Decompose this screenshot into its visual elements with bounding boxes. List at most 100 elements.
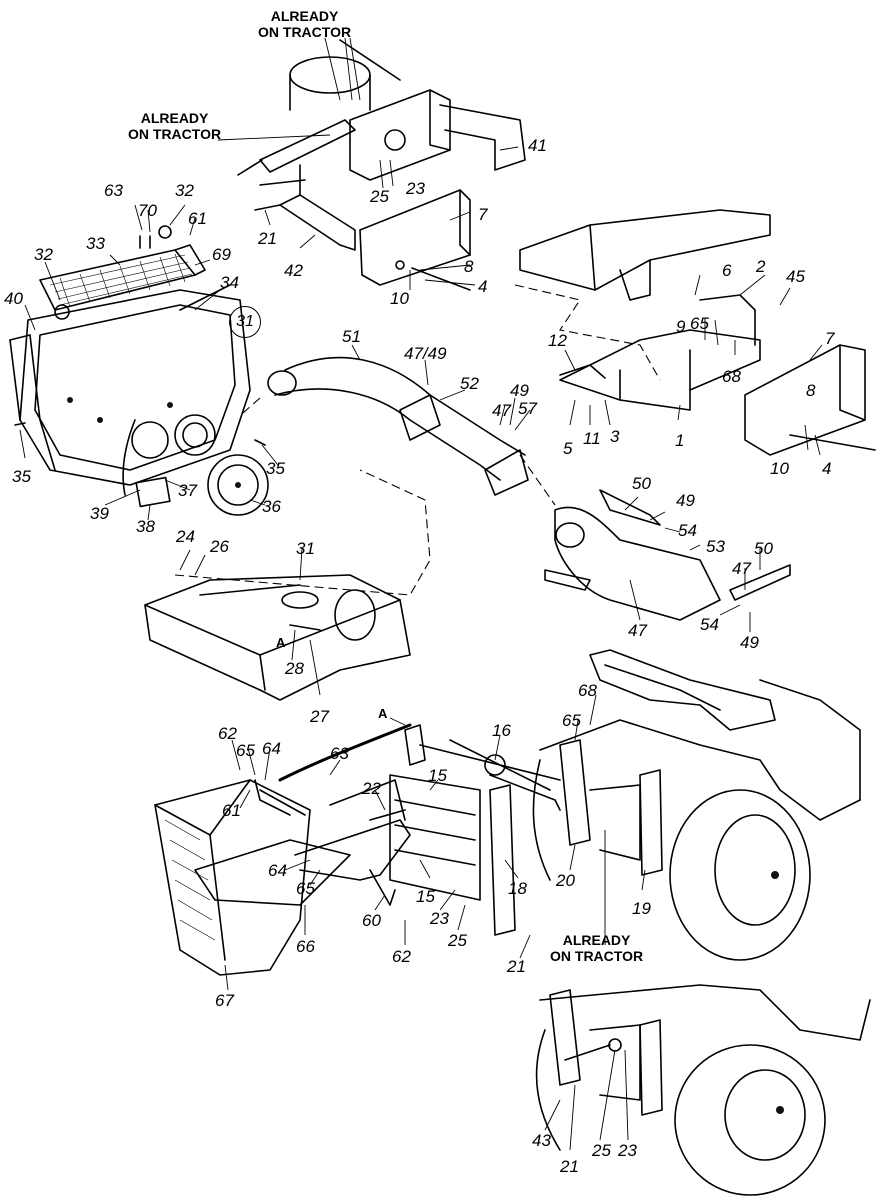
callout-15: 15 xyxy=(428,766,447,785)
callout-5: 5 xyxy=(563,439,573,458)
callout-65c: 65 xyxy=(236,741,255,760)
callout-4: 4 xyxy=(478,277,488,296)
callout-25: 25 xyxy=(370,187,389,206)
callout-9: 9 xyxy=(676,317,686,336)
air-cleaner-box xyxy=(9,284,269,516)
callout-42: 42 xyxy=(284,261,303,280)
intake-hose xyxy=(234,356,791,621)
callout-41: 41 xyxy=(528,136,547,155)
callout-45: 45 xyxy=(786,267,805,286)
air-cleaner-cover xyxy=(144,469,431,701)
callout-35-left: 35 xyxy=(12,467,31,486)
tractor-rear-upper xyxy=(532,649,861,961)
callout-50b: 50 xyxy=(754,539,773,558)
right-muffler-assembly xyxy=(514,209,876,456)
callout-32b: 32 xyxy=(34,245,53,264)
callout-8: 8 xyxy=(464,257,474,276)
callout-62b: 62 xyxy=(392,947,411,966)
callout-1: 1 xyxy=(675,431,685,450)
callout-62: 62 xyxy=(218,724,237,743)
callout-24: 24 xyxy=(176,527,195,546)
callout-64: 64 xyxy=(262,739,281,758)
callout-49: 49 xyxy=(510,381,529,400)
callout-32: 32 xyxy=(175,181,194,200)
callout-51: 51 xyxy=(342,327,361,346)
callout-64b: 64 xyxy=(268,861,287,880)
hitch-frame xyxy=(369,724,561,936)
callout-53: 53 xyxy=(706,537,725,556)
callout-23: 23 xyxy=(406,179,425,198)
tractor-rear-lower xyxy=(535,984,871,1196)
callout-36: 36 xyxy=(262,497,281,516)
callout-67: 67 xyxy=(215,991,234,1010)
callout-47: 47 xyxy=(492,401,511,420)
callout-49c: 49 xyxy=(740,633,759,652)
callout-3: 3 xyxy=(610,427,620,446)
callout-26: 26 xyxy=(210,537,229,556)
callout-21b: 21 xyxy=(507,957,526,976)
leader-lines xyxy=(19,37,823,1151)
callout-4b: 4 xyxy=(822,459,832,478)
callout-68b: 68 xyxy=(578,681,597,700)
callout-60: 60 xyxy=(362,911,381,930)
callout-16: 16 xyxy=(492,721,511,740)
callout-54: 54 xyxy=(678,521,697,540)
callout-18: 18 xyxy=(508,879,527,898)
callout-28: 28 xyxy=(285,659,304,678)
callout-22: 22 xyxy=(362,779,381,798)
callout-33: 33 xyxy=(86,234,105,253)
callout-23c: 23 xyxy=(618,1141,637,1160)
callout-27: 27 xyxy=(310,707,329,726)
callout-11: 11 xyxy=(583,429,601,448)
callout-52: 52 xyxy=(460,374,479,393)
callout-43: 43 xyxy=(532,1131,551,1150)
callout-63b: 63 xyxy=(330,744,349,763)
callout-47b: 47 xyxy=(732,559,751,578)
ref-a-cover: A xyxy=(276,635,286,650)
callout-40: 40 xyxy=(4,289,23,308)
callout-19: 19 xyxy=(632,899,651,918)
callout-63: 63 xyxy=(104,181,123,200)
ref-a-hose: A xyxy=(378,706,388,721)
filter-screen xyxy=(39,225,206,320)
callout-69: 69 xyxy=(212,245,231,264)
callout-49b: 49 xyxy=(676,491,695,510)
callout-50: 50 xyxy=(632,474,651,493)
callout-39: 39 xyxy=(90,504,109,523)
callout-65b: 65 xyxy=(562,711,581,730)
callout-68: 68 xyxy=(722,367,741,386)
callout-10b: 10 xyxy=(770,459,789,478)
callout-34: 34 xyxy=(220,273,239,292)
callout-47-49: 47/49 xyxy=(404,344,447,363)
callout-25b: 25 xyxy=(448,931,467,950)
callout-61b: 61 xyxy=(222,801,241,820)
callout-23b: 23 xyxy=(430,909,449,928)
callout-25c: 25 xyxy=(592,1141,611,1160)
callout-35-right: 35 xyxy=(266,459,285,478)
callout-70: 70 xyxy=(138,201,157,220)
callout-7b: 7 xyxy=(825,329,835,348)
callout-2: 2 xyxy=(756,257,766,276)
callout-6: 6 xyxy=(722,261,732,280)
callout-7: 7 xyxy=(478,205,488,224)
callout-47c: 47 xyxy=(628,621,647,640)
grass-bag xyxy=(154,723,412,976)
top-muffler-assembly xyxy=(237,39,526,291)
callout-31: 31 xyxy=(296,539,315,558)
callout-54b: 54 xyxy=(700,615,719,634)
callout-61: 61 xyxy=(188,209,207,228)
callout-37: 37 xyxy=(178,481,197,500)
callout-38: 38 xyxy=(136,517,155,536)
callout-20: 20 xyxy=(556,871,575,890)
callout-12: 12 xyxy=(548,331,567,350)
callout-21: 21 xyxy=(258,229,277,248)
circled-31: 31 xyxy=(229,306,261,338)
callout-65d: 65 xyxy=(296,879,315,898)
callout-57: 57 xyxy=(518,399,537,418)
callout-8b: 8 xyxy=(806,381,816,400)
callout-21c: 21 xyxy=(560,1157,579,1176)
callout-65: 65 xyxy=(690,314,709,333)
